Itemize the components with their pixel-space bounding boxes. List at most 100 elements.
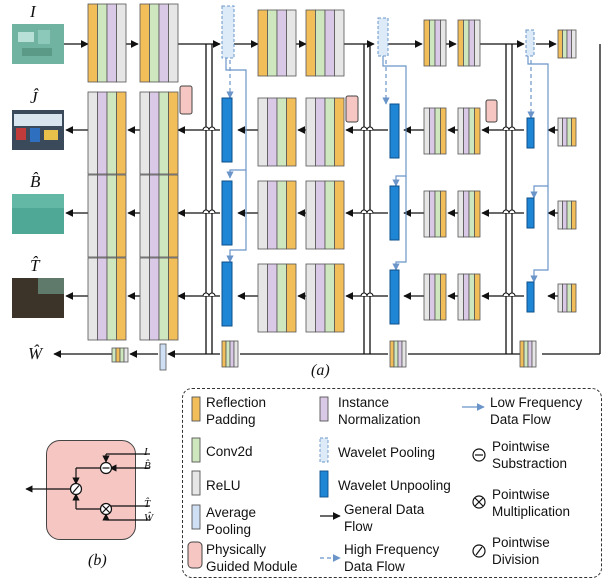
- decoder-b-block-1: [87, 174, 127, 258]
- layer-strip: [334, 9, 345, 77]
- layer-strip: [168, 257, 179, 341]
- layer-strip: [149, 174, 160, 258]
- crossing-bridge: [360, 126, 368, 131]
- layer-strip: [158, 3, 169, 83]
- legend-label-average-pooling: Average Pooling: [206, 505, 257, 537]
- layer-strip: [315, 263, 326, 333]
- layer-strip: [334, 180, 345, 250]
- legend-label-pointwise-division: Pointwise Division: [492, 535, 550, 567]
- layer-strip: [557, 200, 563, 230]
- layer-strip: [315, 97, 326, 167]
- layer-strip: [286, 97, 297, 167]
- layer-strip: [334, 97, 345, 167]
- wavelet-unpooling-3-2: [526, 197, 535, 229]
- physically-guided-module-detail: [46, 440, 136, 540]
- decoder-t-block-6: [457, 273, 481, 321]
- wavelet-unpooling-2-1: [389, 103, 400, 159]
- encoder-block-4: [305, 9, 345, 77]
- layer-strip: [468, 273, 475, 321]
- layer-strip: [440, 19, 447, 67]
- layer-strip: [566, 29, 572, 59]
- layer-strip: [229, 340, 235, 368]
- wavelet-unpooling-1-3: [221, 261, 233, 327]
- w-block-1: [221, 340, 239, 368]
- layer-strip: [334, 263, 345, 333]
- layer-strip: [119, 347, 125, 363]
- decoder-t-block-3: [257, 263, 297, 333]
- layer-strip: [324, 263, 335, 333]
- wavelet-unpooling-2-2: [389, 185, 400, 241]
- layer-strip: [87, 174, 98, 258]
- crossing-bridge: [202, 126, 210, 131]
- layer-strip: [557, 29, 563, 59]
- layer-strip: [527, 340, 533, 368]
- decoder-t-block-2: [139, 257, 179, 341]
- crossing-bridge: [502, 292, 510, 297]
- output-image-b: [12, 194, 64, 234]
- layer-strip: [106, 257, 117, 341]
- layer-strip: [267, 180, 278, 250]
- crossing-bridge: [360, 209, 368, 214]
- layer-strip: [267, 263, 278, 333]
- layer-strip: [566, 200, 572, 230]
- decoder-t-block-5: [423, 273, 447, 321]
- legend-label-physically-guided-module: Physically Guided Module: [206, 542, 298, 574]
- layer-strip: [457, 107, 464, 155]
- row-bridges: [202, 126, 516, 297]
- layer-strip: [257, 180, 268, 250]
- layer-strip: [158, 257, 169, 341]
- layer-strip: [276, 263, 287, 333]
- layer-strip: [571, 29, 577, 59]
- layer-strip: [468, 19, 475, 67]
- wavelet-pooling-3: [525, 29, 535, 57]
- pgm-input-w: Ŵ: [144, 512, 154, 524]
- crossing-bridge: [202, 209, 210, 214]
- layer-strip: [276, 180, 287, 250]
- wavelet-pooling-1: [221, 5, 235, 59]
- layer-strip: [267, 9, 278, 77]
- layer-strip: [562, 283, 568, 313]
- layer-strip: [267, 97, 278, 167]
- row-label-j: Ĵ: [30, 88, 38, 107]
- crossing-bridge: [508, 209, 516, 214]
- crossing-bridge: [508, 292, 516, 297]
- network-blocks: [87, 3, 577, 371]
- layer-strip: [397, 340, 403, 368]
- legend-label-conv2d: Conv2d: [206, 444, 253, 459]
- layer-strip: [257, 263, 268, 333]
- output-image-j: [12, 110, 64, 150]
- layer-strip: [97, 257, 108, 341]
- layer-strip: [87, 91, 98, 175]
- decoder-b-block-6: [457, 190, 481, 238]
- layer-strip: [457, 19, 464, 67]
- crossing-bridge: [508, 126, 516, 131]
- physically-guided-module-3: [485, 99, 498, 123]
- layer-strip: [305, 97, 316, 167]
- legend-label-instance-normalization: Instance Normalization: [338, 395, 421, 427]
- decoder-j-block-5: [423, 107, 447, 155]
- layer-strip: [423, 273, 430, 321]
- crossing-bridge: [208, 126, 216, 131]
- legend-label-high-frequency: High Frequency Data Flow: [344, 542, 440, 574]
- layer-strip: [106, 3, 117, 83]
- layer-strip: [276, 9, 287, 77]
- layer-strip: [168, 91, 179, 175]
- layer-strip: [566, 117, 572, 147]
- layer-strip: [423, 107, 430, 155]
- physically-guided-module-2: [345, 95, 359, 123]
- layer-strip: [429, 19, 436, 67]
- layer-strip: [97, 91, 108, 175]
- decoder-j-block-1: [87, 91, 127, 175]
- layer-strip: [463, 107, 470, 155]
- layer-strip: [434, 273, 441, 321]
- layer-strip: [115, 347, 121, 363]
- layer-strip: [158, 91, 169, 175]
- layer-strip: [225, 340, 231, 368]
- layer-strip: [468, 190, 475, 238]
- layer-strip: [468, 107, 475, 155]
- decoder-j-block-2: [139, 91, 179, 175]
- layer-strip: [257, 9, 268, 77]
- layer-strip: [434, 190, 441, 238]
- layer-strip: [158, 174, 169, 258]
